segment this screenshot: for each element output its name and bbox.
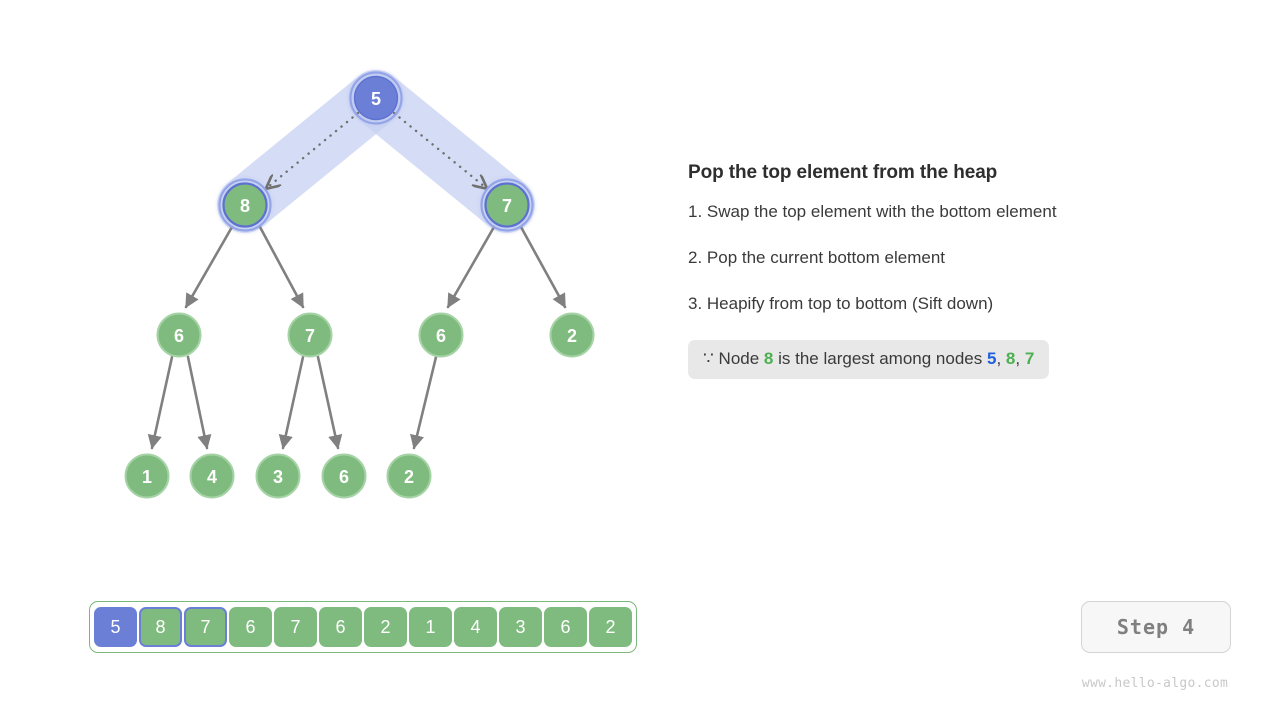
node-value: 8 [240, 196, 250, 216]
tree-node-root[interactable]: 5 [349, 71, 403, 125]
node-value: 1 [142, 467, 152, 487]
node-value: 6 [174, 326, 184, 346]
node-body [418, 312, 464, 358]
node-body [222, 182, 268, 228]
node-body [255, 453, 301, 499]
node-body [287, 312, 333, 358]
node-outer-ring [218, 178, 272, 232]
edge-6-4 [186, 355, 212, 450]
node-value: 4 [207, 467, 217, 487]
array-cell[interactable]: 6 [319, 607, 362, 647]
reason-candidate-0: 5 [986, 349, 997, 368]
tree-nodes: 5 8 7 6 7 [124, 71, 595, 499]
node-value: 3 [273, 467, 283, 487]
watermark: www.hello-algo.com [1081, 676, 1229, 691]
node-body [484, 182, 530, 228]
node-outer-ring [349, 71, 403, 125]
array-cell[interactable]: 4 [454, 607, 497, 647]
node-body [549, 312, 595, 358]
node-body [124, 453, 170, 499]
tree-node-level3-e[interactable]: 2 [386, 453, 432, 499]
node-value: 5 [371, 89, 381, 109]
node-body [321, 453, 367, 499]
array-cell[interactable]: 2 [364, 607, 407, 647]
node-value: 2 [567, 326, 577, 346]
node-value: 7 [502, 196, 512, 216]
array-cell[interactable]: 5 [94, 607, 137, 647]
instruction-step-3: 3. Heapify from top to bottom (Sift down… [688, 294, 994, 313]
edge-8-7 [258, 225, 305, 309]
tree-node-level3-d[interactable]: 6 [321, 453, 367, 499]
node-value: 7 [305, 326, 315, 346]
edge-7-3 [278, 355, 305, 450]
node-outer-ring [480, 178, 534, 232]
node-body [353, 75, 399, 121]
tree-node-right-child[interactable]: 7 [480, 178, 534, 232]
node-body [386, 453, 432, 499]
tree-svg: 5 8 7 6 7 [124, 67, 595, 499]
edge-6-2 [410, 355, 438, 450]
array-cell[interactable]: 8 [139, 607, 182, 647]
tree-node-level2-b[interactable]: 7 [287, 312, 333, 358]
reason-candidate-2: 7 [1024, 349, 1035, 368]
array-cell[interactable]: 7 [274, 607, 317, 647]
array-cell[interactable]: 6 [229, 607, 272, 647]
reason-prefix: Node [713, 349, 764, 368]
reason-separator-1: , [1015, 349, 1025, 368]
edge-7-6b [316, 355, 343, 450]
explanation-panel: Pop the top element from the heap 1. Swa… [688, 162, 1248, 379]
reason-separator-0: , [996, 349, 1006, 368]
tree-node-level2-c[interactable]: 6 [418, 312, 464, 358]
tree-edges [147, 225, 567, 450]
array-cell[interactable]: 2 [589, 607, 632, 647]
node-value: 6 [436, 326, 446, 346]
instruction-step-2: 2. Pop the current bottom element [688, 248, 946, 267]
reason-callout: ∵ Node 8 is the largest among nodes 5, 8… [688, 340, 1050, 379]
array-cell[interactable]: 3 [499, 607, 542, 647]
node-body [189, 453, 235, 499]
array-cell[interactable]: 1 [409, 607, 452, 647]
node-value: 6 [339, 467, 349, 487]
reason-middle: is the largest among nodes [773, 349, 987, 368]
because-symbol: ∵ [703, 349, 714, 368]
edge-6-1 [147, 355, 174, 450]
page-title: Pop the top element from the heap [688, 162, 998, 183]
node-value: 2 [404, 467, 414, 487]
node-body [156, 312, 202, 358]
edge-7-2 [519, 225, 567, 309]
tree-node-level2-a[interactable]: 6 [156, 312, 202, 358]
reason-subject-node: 8 [763, 349, 774, 368]
tree-node-level3-a[interactable]: 1 [124, 453, 170, 499]
step-badge: Step 4 [1081, 601, 1231, 653]
tree-node-level2-d[interactable]: 2 [549, 312, 595, 358]
tree-node-left-child[interactable]: 8 [218, 178, 272, 232]
binary-heap-tree-figure: 5 8 7 6 7 [0, 0, 680, 560]
reason-candidate-1: 8 [1005, 349, 1016, 368]
instruction-step-1: 1. Swap the top element with the bottom … [688, 202, 1057, 221]
tree-node-level3-c[interactable]: 3 [255, 453, 301, 499]
heap-array-representation: 5 8 7 6 7 6 2 1 4 3 6 2 [89, 601, 637, 653]
array-cell[interactable]: 6 [544, 607, 587, 647]
edge-8-6 [184, 225, 234, 309]
tree-node-level3-b[interactable]: 4 [189, 453, 235, 499]
array-cell[interactable]: 7 [184, 607, 227, 647]
edge-7-6 [446, 225, 496, 309]
